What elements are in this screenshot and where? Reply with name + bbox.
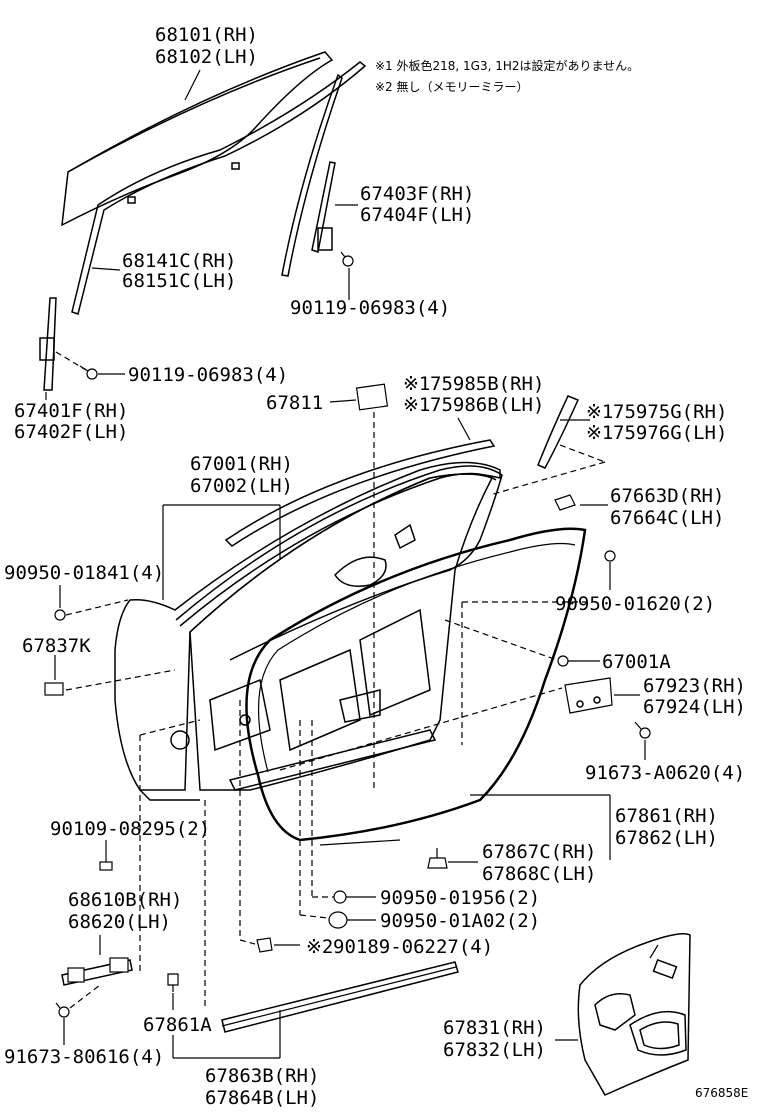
label-67868c: 67868C(LH) xyxy=(482,863,596,885)
label-67401f: 67401F(RH) xyxy=(14,400,128,422)
label-90950-01a02: 90950-01A02(2) xyxy=(380,910,540,932)
plug-icon xyxy=(604,550,616,562)
label-90950-01956: 90950-01956(2) xyxy=(380,887,540,909)
label-67002: 67002(LH) xyxy=(190,475,293,497)
dash-75975g xyxy=(559,444,606,463)
belt-weatherstrip-inner xyxy=(221,961,459,1033)
dash-90189-b xyxy=(239,939,256,945)
dash-90109-b xyxy=(139,719,201,736)
label-67663d: 67663D(RH) xyxy=(610,485,724,507)
bracket-67923 xyxy=(564,677,613,714)
mark-75975g: ※1 xyxy=(586,401,613,423)
dash-67837k xyxy=(65,669,176,691)
label-67832: 67832(LH) xyxy=(443,1039,546,1061)
label-90109: 90109-08295(2) xyxy=(50,818,210,840)
label-67001: 67001(RH) xyxy=(190,453,293,475)
label-90119-a: 90119-06983(4) xyxy=(290,297,450,319)
label-67861: 67861(RH) xyxy=(615,805,718,827)
label-68102: 68102(LH) xyxy=(155,46,258,68)
label-67831: 67831(RH) xyxy=(443,1017,546,1039)
clip-67861a xyxy=(167,973,179,992)
dash-90950-01a02-b xyxy=(299,914,329,919)
door-glass xyxy=(61,51,334,227)
bolt-icon xyxy=(55,1002,70,1018)
front-lower-sash xyxy=(39,297,57,391)
label-67001a: 67001A xyxy=(602,651,671,673)
label-68151c: 68151C(LH) xyxy=(122,270,236,292)
label-75985b: 75985B(RH) xyxy=(430,373,544,395)
pad-67837k xyxy=(44,682,64,696)
label-91673-80616: 91673-80616(4) xyxy=(4,1046,164,1068)
label-75986b: 75986B(LH) xyxy=(430,394,544,416)
dash-91673-80616 xyxy=(69,984,101,1009)
belt-moulding-outer xyxy=(224,439,496,547)
leader-67861-b xyxy=(319,839,401,846)
label-67811: 67811 xyxy=(266,392,323,414)
label-91673-a0620: 91673-A0620(4) xyxy=(585,762,745,784)
note-1: ※1 外板色218, 1G3, 1H2は設定がありません。 xyxy=(375,58,639,73)
door-check xyxy=(61,957,133,986)
pillar-garnish xyxy=(537,395,580,469)
door-weatherstrip xyxy=(245,527,587,842)
bolt-icon xyxy=(340,251,354,267)
label-68610b: 68610B(RH) xyxy=(68,889,182,911)
label-90950-01620: 90950-01620(2) xyxy=(555,593,715,615)
mark-75976g: ※1 xyxy=(586,422,613,444)
bolt-icon xyxy=(99,855,113,871)
label-90950-01841: 90950-01841(4) xyxy=(4,562,164,584)
label-67864b: 67864B(LH) xyxy=(205,1087,319,1109)
note-2: ※2 無し（メモリーミラー） xyxy=(375,79,529,94)
figure-number: 676858E xyxy=(695,1086,748,1100)
plug-icon xyxy=(557,655,569,667)
dash-75975g-b xyxy=(489,461,606,496)
service-hole-cover xyxy=(577,933,691,1096)
clip-67663d xyxy=(554,494,576,511)
pad-67811 xyxy=(355,383,389,411)
label-67837k: 67837K xyxy=(22,635,91,657)
label-67861a: 67861A xyxy=(143,1014,212,1036)
label-75975g: 75975G(RH) xyxy=(613,401,727,423)
plug-icon xyxy=(333,890,347,904)
dash-67401f xyxy=(55,351,87,371)
plug-icon xyxy=(328,911,348,929)
label-68620: 68620(LH) xyxy=(68,911,171,933)
label-68101: 68101(RH) xyxy=(155,24,258,46)
dash-90950-01841 xyxy=(65,599,129,616)
label-67664c: 67664C(LH) xyxy=(610,507,724,529)
label-67863b: 67863B(RH) xyxy=(205,1065,319,1087)
leader-75985b xyxy=(457,417,471,441)
leader-67811 xyxy=(329,399,357,403)
label-90119-b: 90119-06983(4) xyxy=(128,364,288,386)
label-68141c: 68141C(RH) xyxy=(122,250,236,272)
plug-icon xyxy=(54,609,66,621)
clip-icon xyxy=(256,937,273,953)
label-67862: 67862(LH) xyxy=(615,827,718,849)
door-panel xyxy=(114,461,503,801)
label-67403f: 67403F(RH) xyxy=(360,183,474,205)
rear-lower-sash xyxy=(281,73,343,277)
mark-75986b: ※1 xyxy=(403,394,430,416)
mark-90189: ※2 xyxy=(306,936,333,958)
clip-67867c xyxy=(427,848,448,869)
label-67404f: 67404F(LH) xyxy=(360,204,474,226)
label-67402f: 67402F(LH) xyxy=(14,421,128,443)
glass-run xyxy=(71,61,367,315)
label-67924: 67924(LH) xyxy=(643,696,746,718)
label-90189: 90189-06227(4) xyxy=(333,936,493,958)
bolt-icon xyxy=(634,721,651,739)
dash-67923 xyxy=(279,687,563,771)
leader-68141c xyxy=(91,267,121,271)
label-75976g: 75976G(LH) xyxy=(613,422,727,444)
label-67867c: 67867C(RH) xyxy=(482,841,596,863)
label-67923: 67923(RH) xyxy=(643,675,746,697)
leader-68101 xyxy=(184,69,201,101)
mark-75985b: ※1 xyxy=(403,373,430,395)
